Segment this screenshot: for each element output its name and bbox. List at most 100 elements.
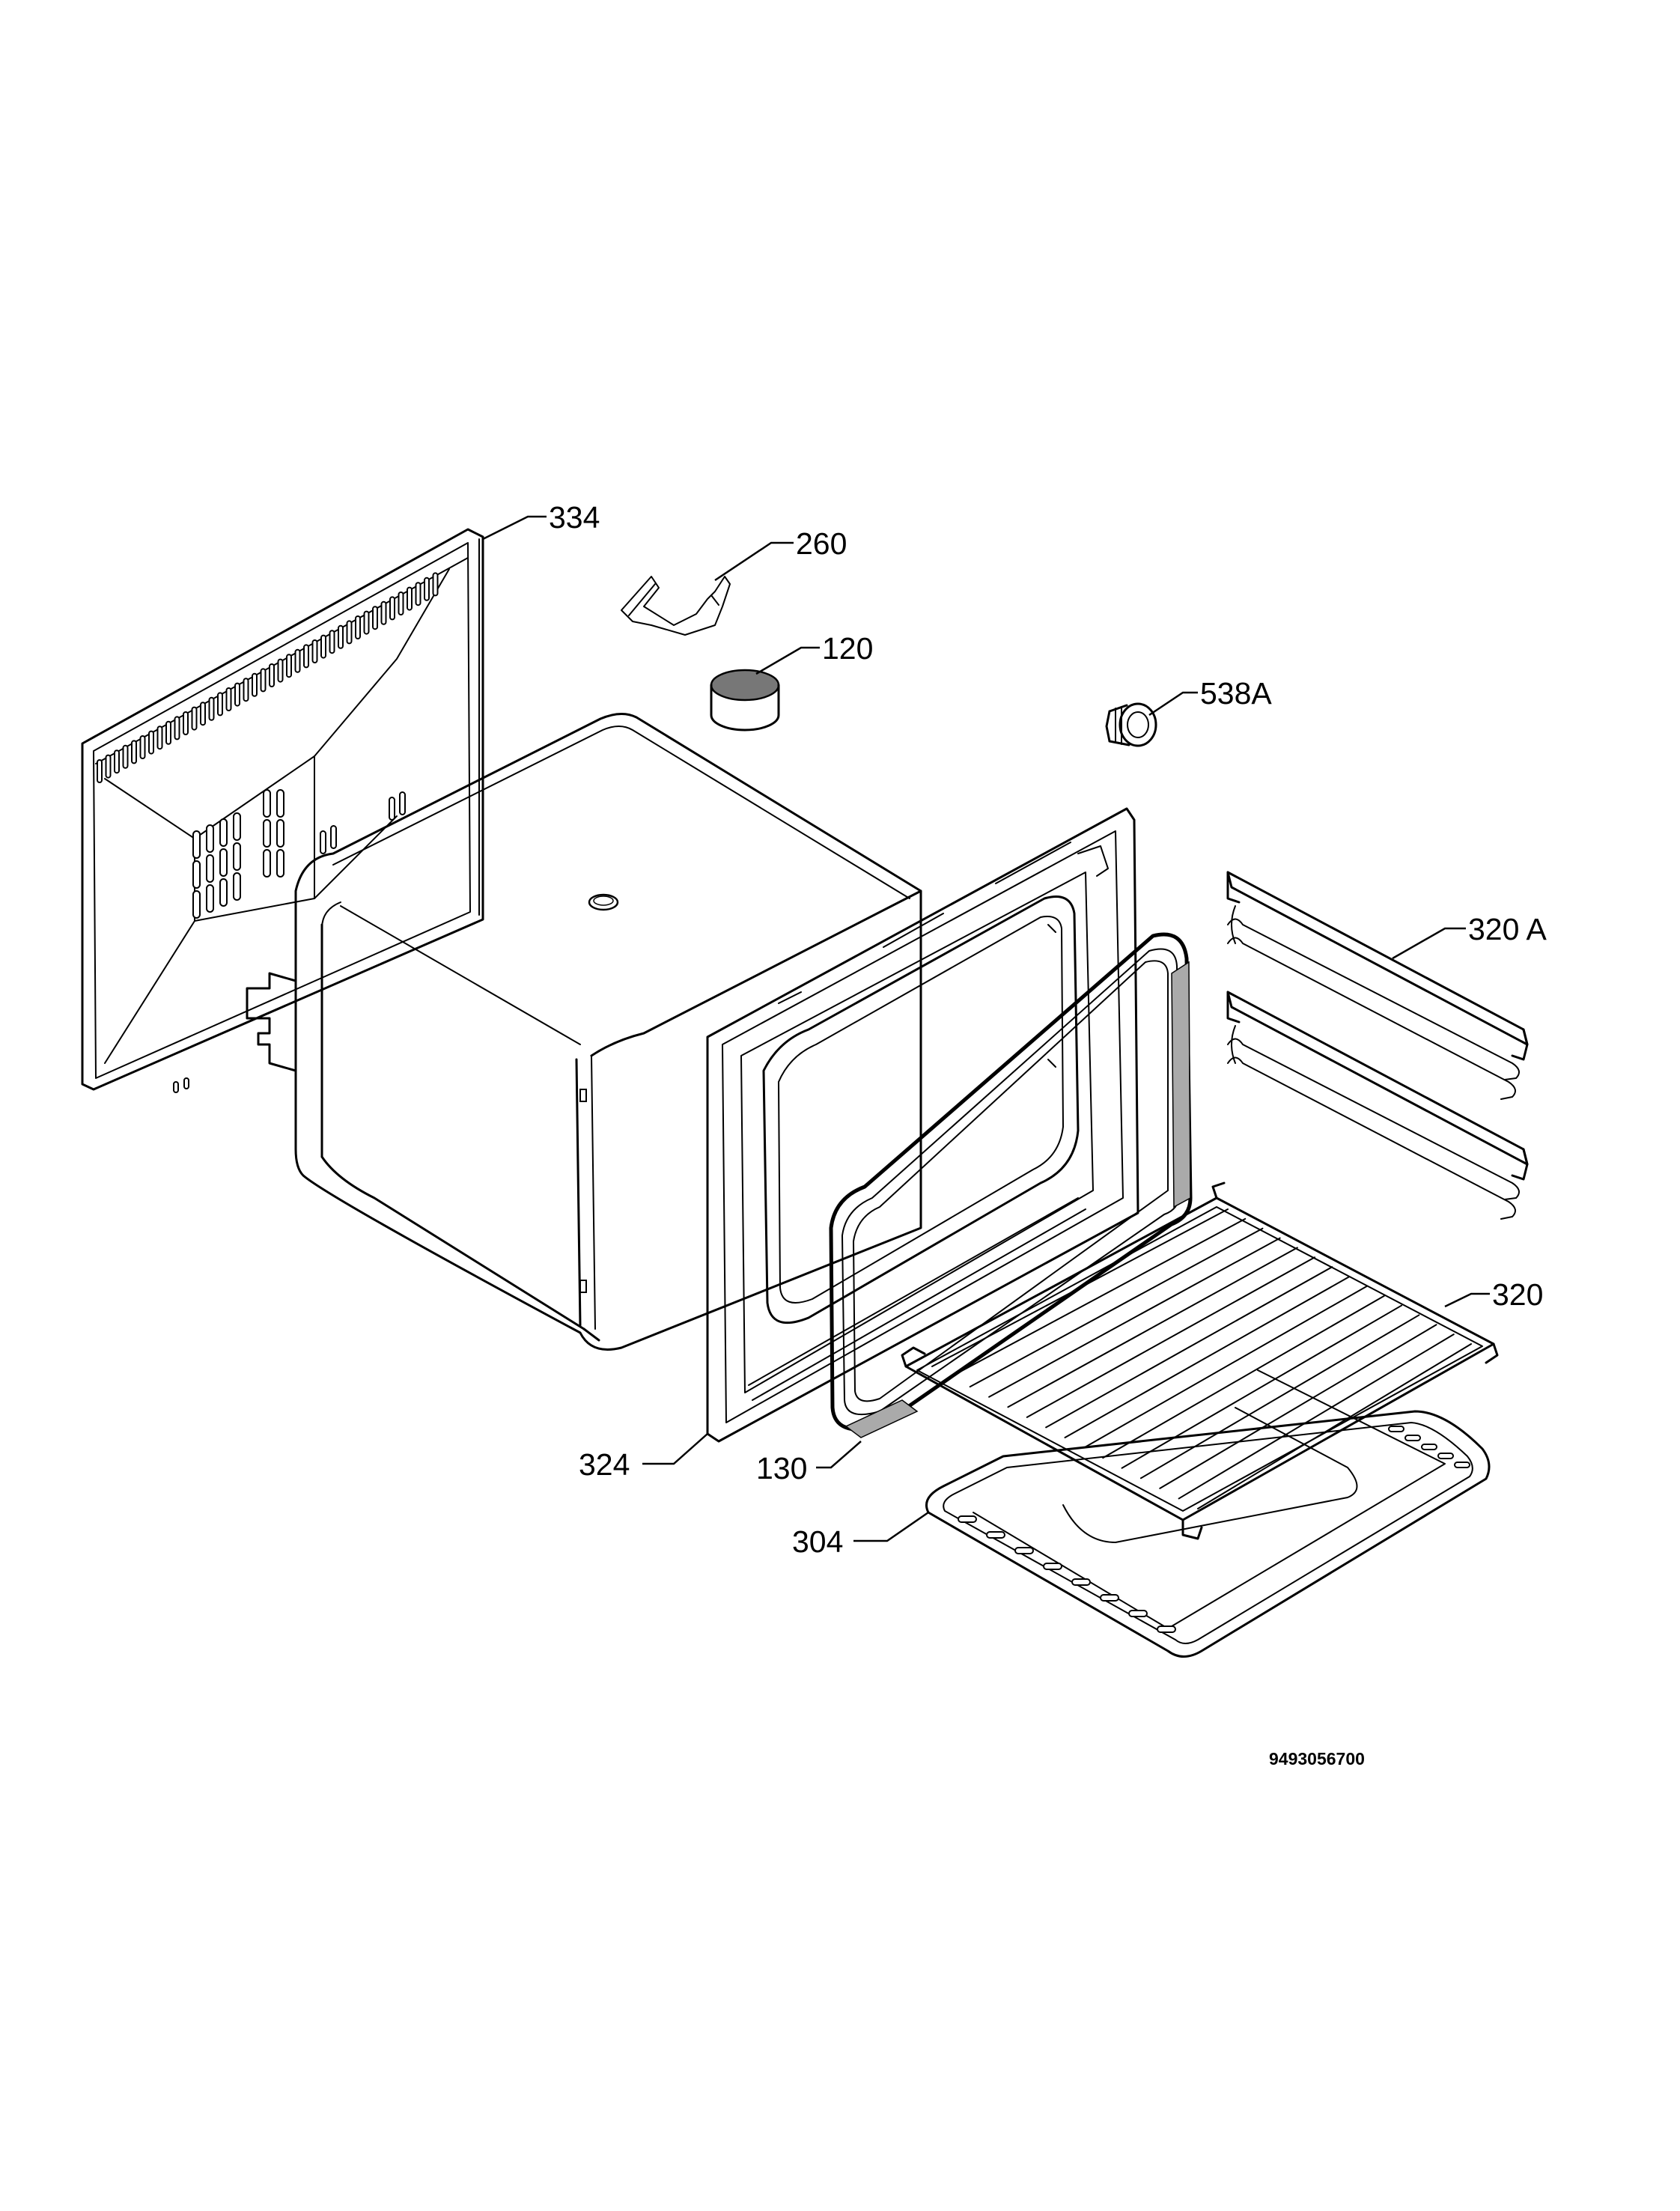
part-324-front-frame: [706, 807, 1139, 1443]
vent-slot: [424, 577, 430, 601]
vent-slot: [294, 648, 301, 673]
tray-slot: [1388, 1426, 1404, 1432]
vent-slot: [260, 668, 267, 693]
part-304-baking-tray: [925, 1369, 1491, 1658]
vent-slot: [97, 759, 103, 783]
shelf-wire: [988, 1237, 1281, 1398]
vent-slot: [165, 720, 171, 745]
vent-slot: [243, 678, 249, 702]
vent-slot: [338, 624, 344, 649]
callout-324: 324: [579, 1433, 708, 1482]
vent-slot: [217, 692, 223, 717]
tray-slot: [1421, 1444, 1437, 1450]
tray-slot: [1128, 1610, 1148, 1617]
shelf-wire: [969, 1227, 1264, 1388]
vent-slot: [252, 672, 258, 697]
vent-slot: [174, 716, 180, 740]
tray-slot: [986, 1531, 1005, 1539]
tray-slot: [1043, 1563, 1062, 1570]
vent-slot: [286, 654, 292, 678]
vent-slot: [263, 849, 271, 878]
callout-260-label: 260: [796, 526, 847, 561]
vent-slot: [329, 630, 335, 654]
shelf-wire: [950, 1217, 1247, 1378]
vent-slot: [114, 749, 120, 774]
callout-538a-label: 538A: [1200, 676, 1272, 711]
vent-slot: [389, 596, 395, 621]
vent-slot: [192, 890, 201, 919]
vent-slot: [363, 610, 370, 635]
tray-slot: [1437, 1453, 1454, 1459]
shelf-wire: [1102, 1295, 1385, 1459]
callout-538a: 538A: [1148, 676, 1272, 717]
part-120-cylinder: [710, 669, 780, 732]
vent-slot: [415, 582, 421, 606]
part-130-door-seal: [829, 932, 1193, 1438]
tray-slot: [1157, 1625, 1176, 1633]
part-320a-side-rails: [1226, 871, 1529, 1220]
vent-slot: [233, 842, 241, 871]
shelf-wire: [1178, 1333, 1455, 1500]
shelf-wire: [1045, 1266, 1333, 1429]
vent-slot: [263, 819, 271, 848]
vent-slot: [263, 789, 271, 818]
callout-320: 320: [1444, 1277, 1543, 1312]
callout-320-label: 320: [1492, 1277, 1543, 1312]
vent-slot: [192, 830, 201, 859]
vent-slot: [192, 860, 201, 889]
vent-slot: [206, 854, 214, 883]
vent-slot: [225, 687, 232, 711]
tray-slot: [1071, 1578, 1091, 1586]
vent-slot: [399, 791, 406, 815]
vent-slot: [355, 615, 361, 639]
vent-slot: [389, 797, 395, 821]
vent-slot: [380, 600, 387, 625]
shelf-wire: [1064, 1276, 1351, 1438]
vent-slot: [269, 663, 275, 687]
document-number: 9493056700: [1269, 1749, 1365, 1769]
tray-slot: [1014, 1547, 1034, 1554]
callout-324-label: 324: [579, 1447, 630, 1482]
vent-slot: [407, 586, 413, 611]
vent-slot: [105, 754, 112, 779]
part-320-wire-shelf: [901, 1181, 1499, 1540]
vent-slot: [206, 884, 214, 913]
shelf-wire: [1197, 1343, 1472, 1509]
callout-130-label: 130: [756, 1451, 807, 1485]
tray-slot: [1100, 1594, 1119, 1602]
shelf-wire: [1121, 1304, 1403, 1469]
vent-slot: [311, 639, 318, 663]
shelf-wire: [931, 1208, 1229, 1367]
vent-slot: [191, 706, 198, 731]
vent-slot: [233, 872, 241, 901]
vent-slot: [219, 848, 228, 877]
part-260-wire-clip: [621, 576, 731, 636]
shelf-wire: [1026, 1256, 1316, 1418]
vent-slot: [432, 572, 439, 597]
vent-slot: [131, 740, 137, 764]
vent-slot: [330, 825, 337, 849]
shelf-wire: [1139, 1314, 1420, 1479]
callout-304: 304: [792, 1511, 929, 1559]
vent-slot: [208, 696, 215, 721]
vent-slot: [148, 730, 154, 755]
tray-slot: [1454, 1462, 1470, 1468]
vent-slot: [303, 644, 309, 669]
shelf-wire: [1083, 1285, 1368, 1449]
vent-slot: [276, 819, 284, 848]
tray-slot: [1404, 1435, 1421, 1441]
vent-slot: [219, 878, 228, 907]
vent-slot: [277, 658, 284, 683]
vent-slot: [276, 789, 284, 818]
vent-slot: [139, 735, 146, 759]
callout-304-label: 304: [792, 1524, 843, 1559]
vent-slot: [398, 591, 404, 615]
vent-slot: [320, 830, 326, 854]
vent-slot: [122, 744, 129, 769]
part-334-rear-panel: [81, 528, 484, 1093]
shelf-wire: [1159, 1324, 1437, 1489]
callout-320a-label: 320 A: [1468, 912, 1547, 946]
vent-slot: [200, 702, 206, 726]
shelf-wire: [1007, 1247, 1298, 1408]
part-538a-bulb-holder: [1105, 702, 1157, 747]
